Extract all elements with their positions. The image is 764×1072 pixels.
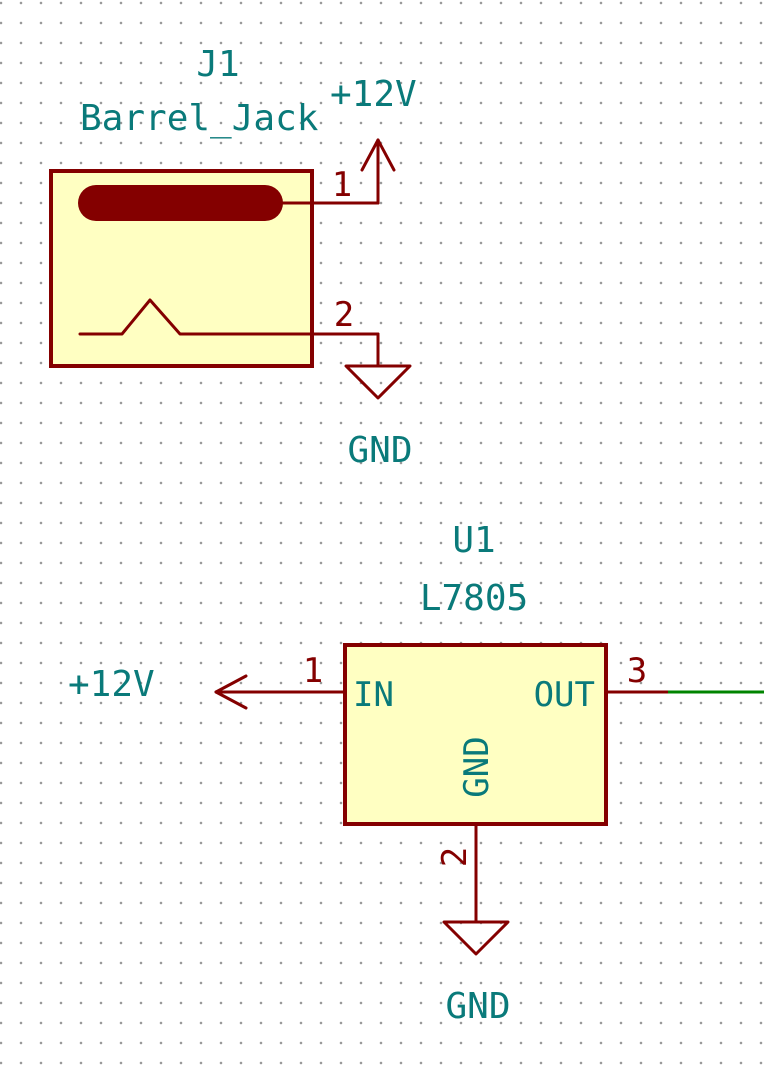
u1-pin2-number: 2: [435, 847, 475, 867]
j1-pin1-number: 1: [332, 165, 352, 205]
u1-pin-out-name: OUT: [534, 675, 595, 715]
j1-pin2-number: 2: [334, 295, 354, 335]
u1-pin1-number: 1: [303, 651, 323, 691]
plus12v-left-arrow-icon[interactable]: [214, 674, 248, 710]
j1-reference[interactable]: J1: [196, 44, 239, 85]
gnd-j1-triangle-icon: [344, 364, 412, 400]
u1-reference[interactable]: U1: [452, 520, 495, 561]
plus12v-power-symbol-top[interactable]: [360, 138, 396, 205]
u1-pin-in-name: IN: [353, 675, 394, 715]
j1-value[interactable]: Barrel_Jack: [80, 98, 319, 139]
regulator-body: [343, 643, 608, 826]
gnd-j1-label[interactable]: GND: [347, 430, 412, 471]
barrel-jack-sleeve-graphic: [78, 298, 314, 336]
gnd-power-symbol-j1[interactable]: [344, 332, 412, 400]
barrel-jack-symbol[interactable]: [49, 169, 380, 368]
plus12v-top-label[interactable]: +12V: [330, 74, 417, 115]
u1-pin3-number: 3: [627, 651, 647, 691]
gnd-u1-label[interactable]: GND: [445, 986, 510, 1027]
plus12v-top-arrow-icon: [360, 138, 396, 172]
u1-pin-gnd-name: GND: [457, 736, 497, 797]
u1-value[interactable]: L7805: [420, 578, 528, 619]
plus12v-left-label[interactable]: +12V: [68, 664, 155, 705]
regulator-symbol[interactable]: [214, 643, 670, 924]
barrel-jack-tip-graphic: [78, 185, 283, 221]
gnd-u1-triangle-icon[interactable]: [442, 920, 510, 956]
